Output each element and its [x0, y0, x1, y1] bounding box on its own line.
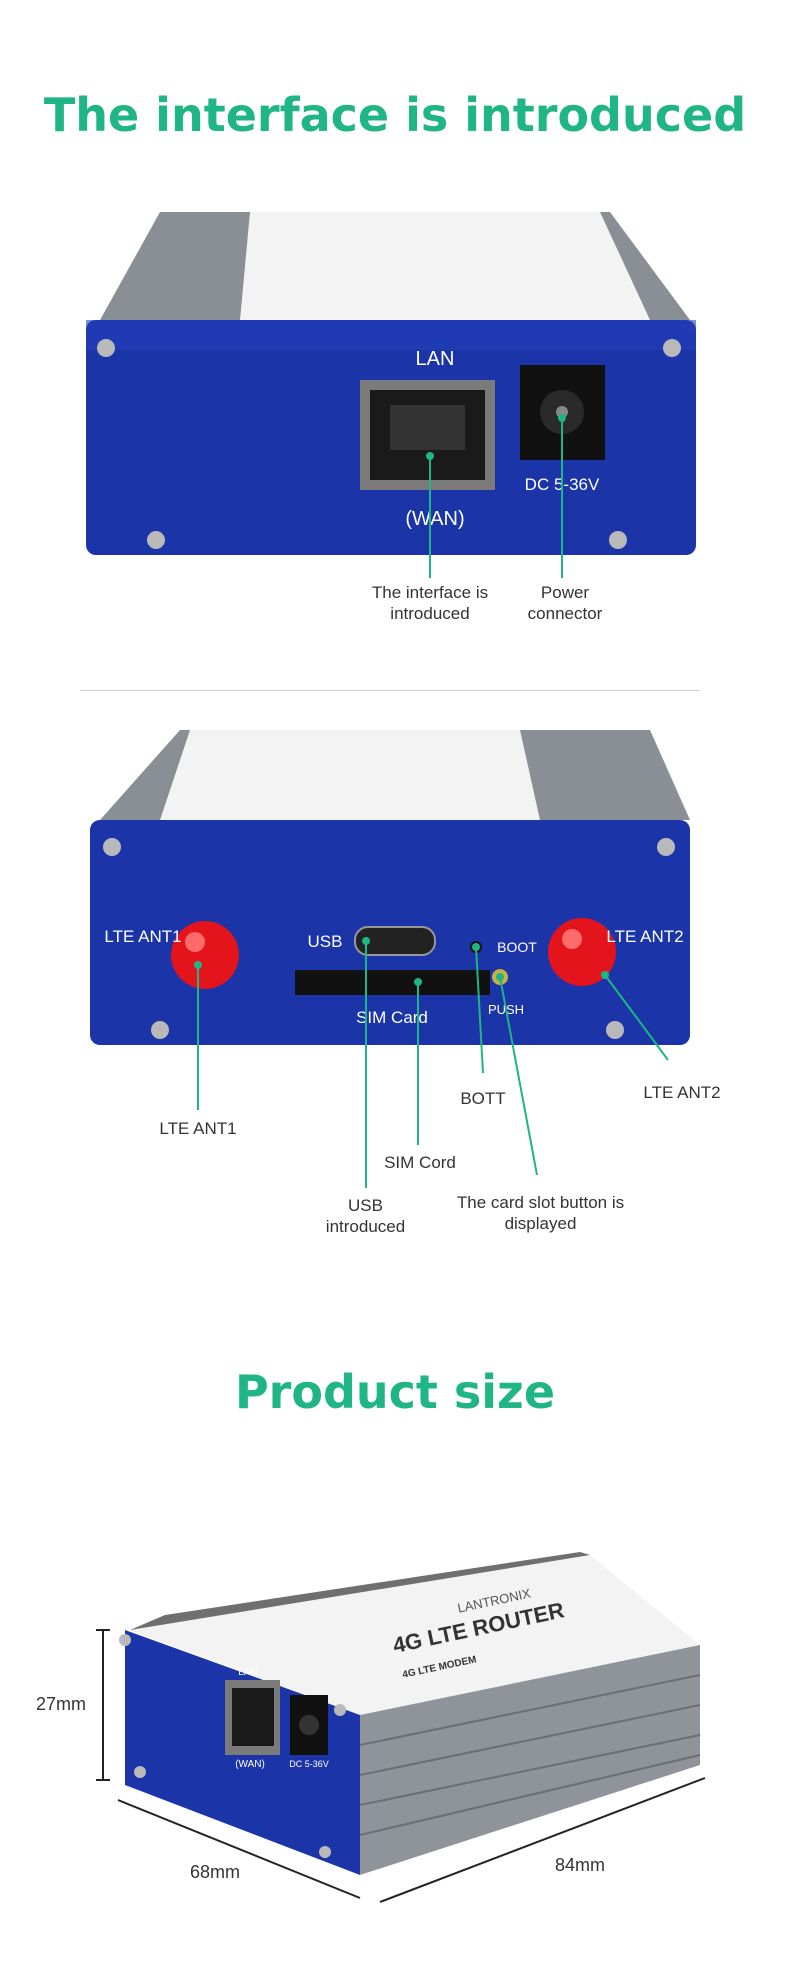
callout-usb: USB introduced [325, 1196, 406, 1236]
callout-lte-ant1: LTE ANT1 [159, 1119, 237, 1138]
label-wan: (WAN) [405, 508, 464, 530]
label-lte-ant1: LTE ANT1 [104, 927, 181, 946]
label-size-dc: DC 5-36V [289, 1759, 329, 1769]
section-title-interface: The interface is introduced [43, 88, 747, 142]
dimension-width: 68mm [189, 1862, 240, 1882]
callout-lan-port: The interface is introduced [371, 583, 489, 623]
dimension-length: 84mm [554, 1855, 605, 1875]
dimension-height: 27mm [35, 1694, 86, 1714]
section-title-size: Product size [234, 1365, 556, 1419]
router-back-photo: LTE ANT1 LTE ANT2 USB BOOT PUSH SIM Card [90, 730, 690, 1188]
callout-power: Power connector [527, 583, 603, 623]
label-usb: USB [308, 932, 343, 951]
callout-lte-ant2: LTE ANT2 [643, 1083, 721, 1102]
callout-bott: BOTT [460, 1089, 506, 1108]
callout-sim: SIM Cord [384, 1153, 456, 1172]
label-sim: SIM Card [356, 1008, 428, 1027]
label-boot: BOOT [497, 939, 537, 955]
router-front-photo: LAN (WAN) DC 5-36V [86, 212, 696, 578]
label-lte-ant2: LTE ANT2 [606, 927, 683, 946]
label-size-lan: LAN [238, 1667, 257, 1678]
router-size-photo: 4G LTE ROUTER LANTRONIX 4G LTE MODEM LAN… [96, 1552, 706, 1903]
label-size-wan: (WAN) [235, 1759, 265, 1770]
section-divider [80, 690, 700, 691]
callout-card-slot: The card slot button is displayed [456, 1193, 625, 1233]
label-lan: LAN [416, 348, 455, 370]
